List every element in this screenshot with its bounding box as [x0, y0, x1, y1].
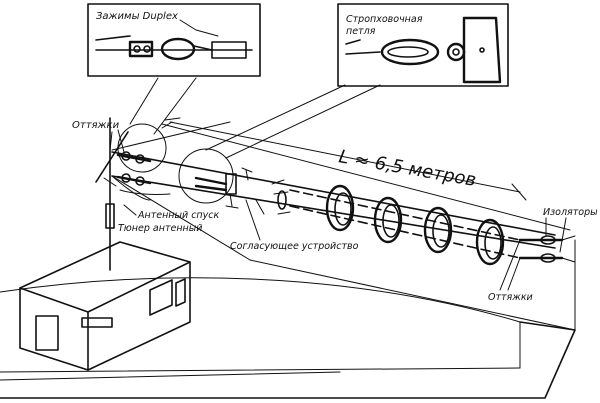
building — [19, 241, 191, 371]
label-sling-loop-line2: петля — [346, 26, 376, 37]
matching-device — [194, 167, 265, 215]
label-lead-in: Антенный спуск — [137, 210, 219, 221]
building-window-front — [81, 317, 113, 328]
ring-3 — [423, 206, 453, 254]
left-clamps — [116, 151, 152, 186]
ring-spreaders — [325, 184, 505, 266]
label-antenna-tuner: Тюнер антенный — [118, 223, 202, 234]
left-guy-wires — [111, 121, 251, 261]
ring-4 — [475, 218, 505, 266]
secondary-connectors — [271, 179, 291, 215]
ring-1 — [325, 184, 355, 232]
ground-surface — [0, 239, 576, 399]
label-leaders — [109, 129, 567, 253]
label-matching-device: Согласующее устройство — [230, 241, 359, 252]
ring-2 — [373, 196, 403, 244]
length-dimension — [161, 121, 527, 201]
label-insulators: Изоляторы — [543, 207, 598, 218]
callout-circle-mid — [178, 84, 381, 204]
building-window-side — [149, 279, 173, 316]
label-guys-left: Оттяжки — [72, 120, 120, 131]
antenna-wires — [111, 117, 576, 331]
building-door — [35, 315, 59, 351]
detail-sling-loop — [337, 3, 509, 87]
right-insulators — [518, 235, 576, 263]
callout-circle-left — [117, 77, 197, 173]
right-guy-wires — [499, 239, 521, 291]
detail-duplex-clamps — [87, 3, 261, 77]
label-duplex-clamps: Зажимы Duplex — [96, 11, 178, 22]
mast — [95, 117, 129, 271]
label-sling-loop-line1: Стропховочная — [346, 14, 423, 25]
label-guys-right: Оттяжки — [488, 292, 533, 303]
label-length: L ≈ 6,5 метров — [337, 146, 478, 191]
dashed-wires — [289, 189, 521, 259]
